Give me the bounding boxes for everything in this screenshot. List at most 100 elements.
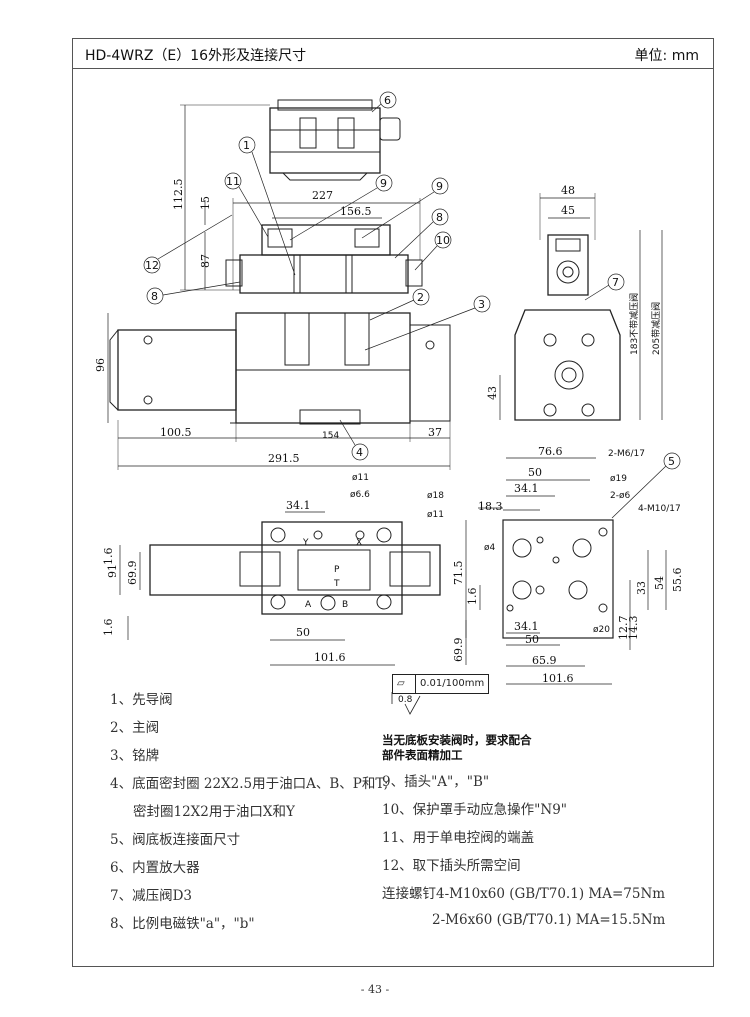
flatness-tolerance-box: ▱ 0.01/100mm bbox=[392, 674, 490, 694]
drawing-frame: HD-4WRZ（E）16外形及连接尺寸 单位: mm bbox=[72, 38, 714, 967]
dim-1-6-b: 1.6 bbox=[102, 619, 115, 637]
dim-156-5: 156.5 bbox=[340, 205, 372, 218]
dim-2-m6: 2-M6/17 bbox=[608, 449, 645, 459]
flatness-icon: ▱ bbox=[393, 675, 416, 693]
unit-label: 单位: mm bbox=[634, 48, 699, 64]
dim-43: 43 bbox=[486, 386, 499, 400]
balloon-10: 10 bbox=[436, 234, 450, 247]
mounting-note-line2: 部件表面精加工 bbox=[382, 748, 463, 762]
dim-48: 48 bbox=[561, 184, 575, 197]
bottom-view: 34.1 ø11 ø6.6 ø18 ø11 91 69.9 1.6 1.6 50… bbox=[102, 473, 444, 666]
dim-65-9: 65.9 bbox=[532, 654, 557, 667]
legend-item-8: 8、比例电磁铁"a"，"b" bbox=[110, 916, 255, 932]
balloon-8b: 8 bbox=[436, 211, 443, 224]
dim-d4: ø4 bbox=[484, 543, 496, 553]
balloon-1: 1 bbox=[243, 139, 250, 152]
page-number: - 43 - bbox=[360, 983, 390, 996]
dim-183: 183不带减压阀 bbox=[628, 293, 640, 355]
dim-50-i2: 50 bbox=[525, 633, 539, 646]
dim-76-6: 76.6 bbox=[538, 445, 563, 458]
dim-96: 96 bbox=[94, 358, 107, 372]
dim-33: 33 bbox=[635, 581, 648, 595]
dim-d19: ø19 bbox=[610, 474, 627, 484]
balloon-callouts: 1 2 3 4 5 6 7 8 9 9 8 10 11 12 bbox=[143, 91, 681, 519]
dim-91: 91 bbox=[106, 564, 119, 578]
front-view: 96 100.5 154 37 291.5 bbox=[94, 312, 451, 470]
dim-34-1-i1: 34.1 bbox=[514, 482, 539, 495]
dim-37: 37 bbox=[428, 426, 442, 439]
balloon-12: 12 bbox=[145, 259, 159, 272]
dim-100-5: 100.5 bbox=[160, 426, 192, 439]
dim-71-5: 71.5 bbox=[452, 561, 465, 586]
dim-101-6-b: 101.6 bbox=[314, 651, 346, 664]
dim-d20: ø20 bbox=[593, 625, 610, 635]
dim-15: 15 bbox=[199, 196, 212, 210]
drawing-title: HD-4WRZ（E）16外形及连接尺寸 bbox=[85, 48, 307, 64]
legend-item-2: 2、主阀 bbox=[110, 720, 160, 736]
roughness-symbol: 0.8 bbox=[391, 692, 421, 715]
dim-d18: ø18 bbox=[427, 491, 444, 501]
dim-d11-a: ø11 bbox=[352, 473, 369, 483]
dim-12-7: 12.7 bbox=[617, 616, 630, 641]
interface-view: 76.6 50 34.1 18.3 2-M6/17 ø19 2-ø6 4-M10… bbox=[452, 445, 684, 685]
balloon-8a: 8 bbox=[151, 290, 158, 303]
dim-1-6-a: 1.6 bbox=[102, 548, 115, 566]
dim-45: 45 bbox=[561, 204, 575, 217]
balloon-2: 2 bbox=[417, 291, 424, 304]
top-view: 112.5 15 87 227 156.5 bbox=[172, 99, 423, 294]
dim-55-6: 55.6 bbox=[671, 568, 684, 593]
balloon-4: 4 bbox=[356, 446, 363, 459]
legend-item-4: 4、底面密封圈 22X2.5用于油口A、B、P和T; bbox=[110, 776, 389, 792]
mounting-note: 当无底板安装阀时，要求配合 部件表面精加工 bbox=[382, 733, 532, 763]
legend-item-9: 9、插头"A"，"B" bbox=[382, 774, 490, 790]
flatness-value: 0.01/100mm bbox=[420, 678, 485, 689]
balloon-3: 3 bbox=[478, 298, 485, 311]
balloon-11: 11 bbox=[226, 175, 240, 188]
dim-d6-6: ø6.6 bbox=[350, 490, 370, 500]
balloon-7: 7 bbox=[612, 276, 619, 289]
legend-item-4b: 密封圈12X2用于油口X和Y bbox=[133, 804, 295, 820]
port-a: A bbox=[305, 600, 312, 610]
dim-112-5: 112.5 bbox=[172, 179, 185, 211]
dim-50-b: 50 bbox=[296, 626, 310, 639]
bolt-spec-1: 连接螺钉4-M10x60 (GB/T70.1) MA=75Nm bbox=[382, 886, 666, 902]
legend-item-5: 5、阀底板连接面尺寸 bbox=[110, 832, 241, 848]
port-t: T bbox=[333, 579, 340, 589]
dim-d11-b: ø11 bbox=[427, 510, 444, 520]
dim-1-6-i: 1.6 bbox=[466, 588, 479, 606]
dim-69-9-b: 69.9 bbox=[126, 561, 139, 586]
balloon-6: 6 bbox=[384, 94, 391, 107]
title-bar: HD-4WRZ（E）16外形及连接尺寸 单位: mm bbox=[73, 39, 713, 69]
legend-item-1: 1、先导阀 bbox=[110, 692, 173, 708]
side-view: 48 45 43 183不带减压阀 205带减压阀 bbox=[486, 184, 663, 421]
dim-69-9-i: 69.9 bbox=[452, 638, 465, 663]
dim-87: 87 bbox=[199, 254, 212, 268]
mounting-note-line1: 当无底板安装阀时，要求配合 bbox=[382, 733, 532, 747]
dim-54: 54 bbox=[653, 576, 666, 590]
legend-item-3: 3、铭牌 bbox=[110, 748, 160, 764]
balloon-9b: 9 bbox=[436, 180, 443, 193]
legend-item-7: 7、减压阀D3 bbox=[110, 888, 193, 904]
legend-item-12: 12、取下插头所需空间 bbox=[382, 858, 521, 874]
dim-205: 205带减压阀 bbox=[650, 302, 662, 355]
port-x: X bbox=[356, 538, 362, 548]
dim-34-1-i2: 34.1 bbox=[514, 620, 539, 633]
dim-18-3: 18.3 bbox=[478, 500, 503, 513]
dim-101-6-i: 101.6 bbox=[542, 672, 574, 685]
legend-item-10: 10、保护罩手动应急操作"N9" bbox=[382, 802, 567, 818]
port-b: B bbox=[342, 600, 348, 610]
bolt-spec-2: 2-M6x60 (GB/T70.1) MA=15.5Nm bbox=[432, 912, 666, 928]
dim-4-m10: 4-M10/17 bbox=[638, 504, 681, 514]
dim-50-i1: 50 bbox=[528, 466, 542, 479]
dim-154: 154 bbox=[322, 431, 339, 441]
dim-14-3: 14.3 bbox=[627, 616, 640, 641]
port-p: P bbox=[334, 565, 340, 575]
dim-2-d6: 2-ø6 bbox=[610, 491, 630, 501]
legend-item-6: 6、内置放大器 bbox=[110, 860, 200, 876]
dim-227: 227 bbox=[312, 189, 333, 202]
roughness-value: 0.8 bbox=[398, 695, 413, 705]
dim-291-5: 291.5 bbox=[268, 452, 300, 465]
legend-item-11: 11、用于单电控阀的端盖 bbox=[382, 830, 535, 846]
balloon-5: 5 bbox=[668, 455, 675, 468]
